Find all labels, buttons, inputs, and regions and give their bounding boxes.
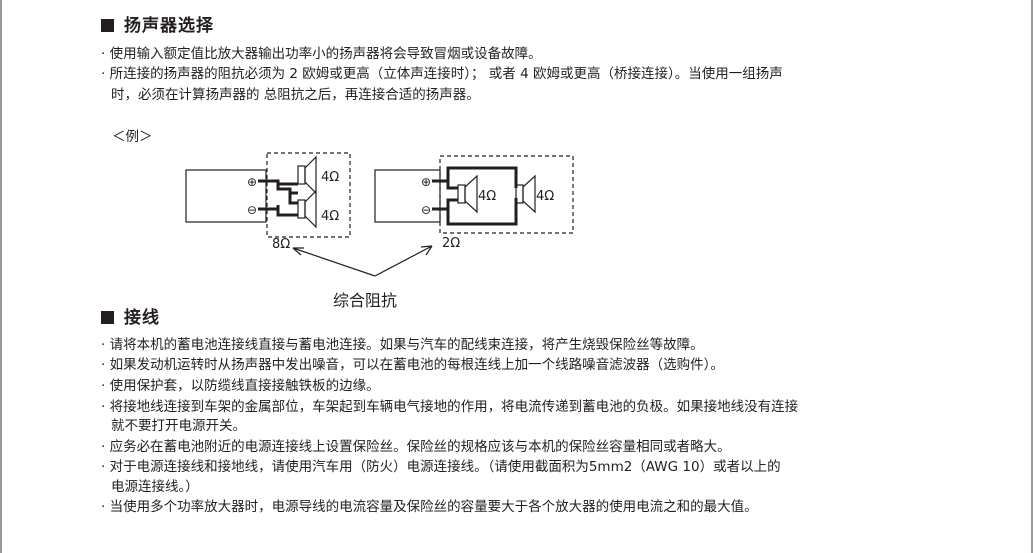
heading-square-icon (101, 311, 114, 324)
series-speaker-bottom-impedance: 4Ω (321, 209, 339, 224)
wiring-line-1: · 请将本机的蓄电池连接线直接与蓄电池连接。如果与汽车的配线束连接，将产生烧毁保… (101, 337, 704, 353)
heading-square-icon (101, 19, 114, 32)
plus-terminal-icon-parallel: ⊕ (421, 175, 431, 189)
wiring-line-3: · 使用保护套，以防缆线直接接触铁板的边缘。 (101, 378, 380, 394)
wiring-line-9: · 当使用多个功率放大器时，电源导线的电流容量及保险丝的容量要大于各个放大器的使… (101, 499, 758, 515)
speaker-right-cone (522, 174, 536, 214)
wiring-line-2: · 如果发动机运转时从扬声器中发出噪音，可以在蓄电池的每根连线上加一个线路噪音滤… (101, 357, 724, 373)
speaker-connection-diagram: ⊕ ⊖ ⊕ ⊖ 4Ω 4Ω 8Ω 4Ω 4Ω 2Ω (185, 152, 574, 277)
parallel-speaker-right-impedance: 4Ω (536, 189, 554, 204)
wiring-line-5: 就不要打开电源开关。 (111, 418, 246, 434)
speaker-line-1: · 使用输入额定值比放大器输出功率小的扬声器将会导致冒烟或设备故障。 (101, 46, 542, 62)
plus-terminal-icon-series: ⊕ (247, 175, 257, 189)
series-speaker-top-impedance: 4Ω (321, 170, 339, 185)
wiring-line-8: 电源连接线。） (111, 479, 199, 495)
speaker-enclosure-series (266, 152, 351, 238)
wiring-section-title: 接线 (124, 308, 160, 328)
speaker-bottom-magnet (297, 199, 306, 219)
speaker-section-title: 扬声器选择 (124, 16, 214, 36)
amplifier-box-series (185, 169, 267, 223)
combined-impedance-label: 综合阻抗 (333, 291, 398, 310)
speaker-line-3: 时，必须在计算扬声器的 总阻抗之后，再连接合适的扬声器。 (111, 87, 480, 103)
minus-terminal-icon-series: ⊖ (247, 203, 257, 217)
wiring-line-4: · 将接地线连接到车架的金属部位，车架起到车辆电气接地的作用，将电流传递到蓄电池… (101, 399, 799, 415)
arrow-to-series (292, 247, 376, 277)
series-total-impedance: 8Ω (272, 237, 290, 252)
parallel-total-impedance: 2Ω (442, 236, 460, 251)
speaker-enclosure-parallel (439, 155, 574, 234)
speaker-line-2: · 所连接的扬声器的阻抗必须为 2 欧姆或更高（立体声连接时）； 或者 4 欧姆… (101, 66, 783, 82)
speaker-left-cone (464, 174, 478, 214)
wiring-section-heading: 接线 (101, 303, 160, 328)
speaker-bottom-cone (304, 189, 317, 229)
example-label: ＜例＞ (112, 129, 153, 145)
speaker-left-magnet (457, 184, 466, 204)
arrow-to-parallel (374, 245, 433, 277)
wiring-line-6: · 应务必在蓄电池附近的电源连接线上设置保险丝。保险丝的规格应该与本机的保险丝容… (101, 439, 731, 455)
parallel-speaker-left-impedance: 4Ω (478, 189, 496, 204)
wiring-line-7: · 对于电源连接线和接地线，请使用汽车用（防火）电源连接线。（请使用截面积为5m… (101, 459, 781, 475)
speaker-section-heading: 扬声器选择 (101, 11, 214, 36)
minus-terminal-icon-parallel: ⊖ (421, 203, 431, 217)
speaker-top-cone (304, 155, 317, 195)
speaker-top-magnet (297, 165, 306, 185)
